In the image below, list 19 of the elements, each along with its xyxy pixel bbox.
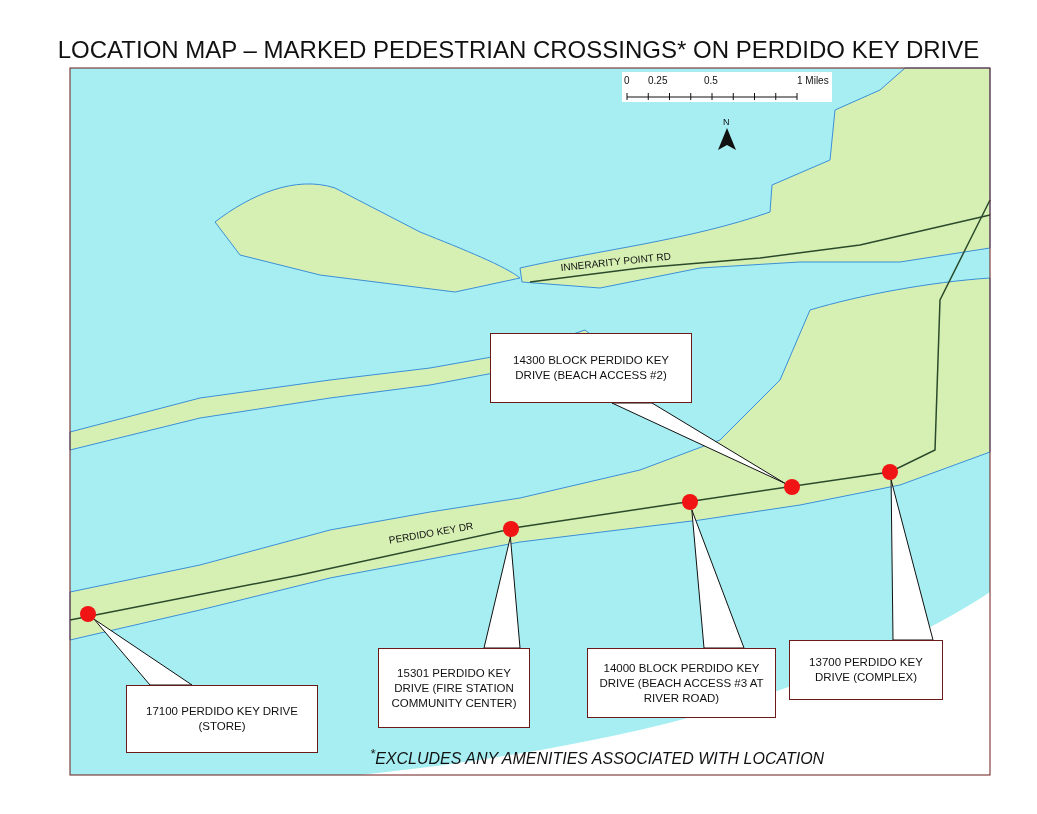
road-label: INNERARITY POINT RD [560, 250, 672, 273]
callout-box: 13700 PERDIDO KEY DRIVE (COMPLEX) [789, 640, 943, 700]
scale-label: 0 [624, 75, 630, 86]
callout-pointer [691, 509, 745, 649]
callout-box: 14300 BLOCK PERDIDO KEY DRIVE (BEACH ACCESS #2) [490, 333, 692, 403]
callout-pointer [890, 479, 934, 641]
footnote: $^{*}$EXCLUDES ANY AMENITIES ASSOCIATED WITH LOCATION [370, 746, 825, 769]
callout-pointer [93, 618, 193, 686]
callout-pointer [483, 536, 521, 649]
north-label: N [723, 117, 730, 127]
callout-box: 17100 PERDIDO KEY DRIVE (STORE) [126, 685, 318, 753]
scale-label: 0.5 [704, 75, 718, 86]
scale-label: 1 Miles [797, 75, 829, 86]
callout-box: 15301 PERDIDO KEY DRIVE (FIRE STATION COMMUNITY CENTER) [378, 648, 530, 728]
road-label: PERDIDO KEY DR [388, 520, 474, 546]
scale-label: 0.25 [648, 75, 668, 86]
map-title: LOCATION MAP – MARKED PEDESTRIAN CROSSINGS* ON PERDIDO KEY DRIVE [56, 36, 981, 64]
callout-box: 14000 BLOCK PERDIDO KEY DRIVE (BEACH ACCESS #3 AT RIVER ROAD) [587, 648, 776, 718]
callout-pointer [611, 402, 786, 484]
